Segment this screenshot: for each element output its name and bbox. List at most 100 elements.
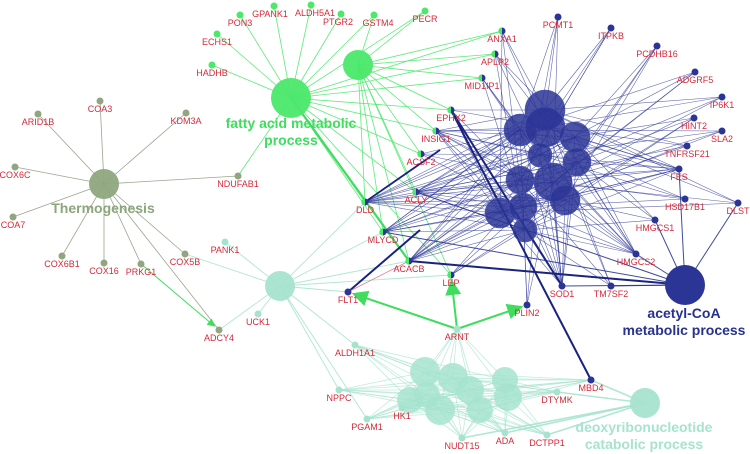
term-node-acetyl-cluster[interactable]	[524, 106, 566, 148]
gene-node-pcdhb16[interactable]	[653, 42, 661, 50]
gene-node-echs1[interactable]	[213, 30, 221, 38]
gene-node-half	[417, 150, 421, 158]
gene-label: TM7SF2	[594, 289, 629, 299]
gene-node-hint2[interactable]	[690, 114, 698, 122]
edge	[354, 344, 428, 396]
term-node-acetyl-cluster[interactable]	[505, 165, 535, 195]
gene-node-itpkb[interactable]	[607, 24, 615, 32]
edge	[499, 202, 739, 214]
thick-edge	[364, 149, 441, 203]
term-node-acetyl-cluster[interactable]	[508, 192, 538, 222]
term-node-acetyl-cluster[interactable]	[527, 142, 553, 168]
gene-node-half	[447, 106, 451, 114]
gene-node-fes[interactable]	[675, 165, 683, 173]
gene-node-dtymk[interactable]	[553, 388, 561, 396]
term-node-cyan[interactable]	[265, 271, 295, 301]
edge	[279, 274, 452, 287]
gene-node-adcy4[interactable]	[215, 326, 223, 334]
term-node-deoxy-cluster[interactable]	[425, 395, 455, 425]
edge	[564, 117, 695, 201]
term-node-acetyl[interactable]	[665, 265, 705, 305]
gene-node-nppc[interactable]	[335, 386, 343, 394]
gene-node-sla2[interactable]	[718, 127, 726, 135]
gene-node-hsd17b1[interactable]	[681, 195, 689, 203]
gene-node-adgrf5[interactable]	[691, 68, 699, 76]
gene-node-aldh1a1[interactable]	[351, 341, 359, 349]
edge	[408, 129, 521, 262]
gene-node-ndufab1[interactable]	[234, 172, 242, 180]
edge	[14, 166, 105, 185]
gene-node-nudt15[interactable]	[458, 434, 466, 442]
gene-node-hmgcs1[interactable]	[651, 216, 659, 224]
gene-node-half	[405, 257, 409, 265]
gene-node-pank1[interactable]	[221, 238, 229, 246]
gene-node-hmgcs2[interactable]	[632, 250, 640, 258]
gene-node-arid1b[interactable]	[34, 110, 42, 118]
gene-node-gstm4[interactable]	[370, 11, 378, 19]
gene-node-pgam1[interactable]	[363, 415, 371, 423]
gene-node-uck1[interactable]	[254, 310, 262, 318]
gene-node-ip6k1[interactable]	[718, 93, 726, 101]
term-node-fatty2[interactable]	[343, 50, 373, 80]
gene-label: FES	[670, 172, 688, 182]
gene-node-cox16[interactable]	[100, 259, 108, 267]
gene-node-flt1[interactable]	[344, 288, 352, 296]
gene-node-ada[interactable]	[501, 429, 509, 437]
edge	[574, 136, 656, 221]
term-node-acetyl-cluster[interactable]	[549, 184, 581, 216]
gene-node-pon3[interactable]	[236, 11, 244, 19]
gene-node-cox6c[interactable]	[11, 163, 19, 171]
term-nodes-layer	[89, 50, 705, 425]
edge	[357, 30, 503, 66]
term-node-fatty[interactable]	[271, 78, 311, 118]
edge	[382, 212, 501, 233]
gene-label: ARID1B	[22, 117, 55, 127]
gene-node-plin2[interactable]	[523, 301, 531, 309]
gene-label: NPPC	[326, 393, 352, 403]
gene-node-ptgr2[interactable]	[337, 10, 345, 18]
gene-node-tm7sf2[interactable]	[607, 282, 615, 290]
edge	[103, 175, 239, 185]
gene-node-tnfrsf21[interactable]	[683, 142, 691, 150]
gene-nodes-layer	[9, 1, 742, 442]
gene-node-hk1[interactable]	[398, 404, 406, 412]
term-node-deoxy-cluster[interactable]	[467, 397, 493, 423]
gene-node-prkg1[interactable]	[137, 260, 145, 268]
term-node-deoxy-cluster[interactable]	[492, 367, 518, 393]
term-node-thermo[interactable]	[89, 169, 119, 199]
gene-node-sod1[interactable]	[558, 282, 566, 290]
term-node-deoxy-cluster[interactable]	[456, 376, 484, 404]
edge	[364, 201, 501, 214]
gene-node-cox5b[interactable]	[181, 250, 189, 258]
gene-node-hadhb[interactable]	[208, 61, 216, 69]
gene-label: IP6K1	[710, 100, 735, 110]
gene-node-pcmt1[interactable]	[554, 13, 562, 21]
gene-label: MID1IP1	[464, 81, 499, 91]
gene-node-mbd4[interactable]	[587, 376, 595, 384]
gene-node-cox6b1[interactable]	[58, 252, 66, 260]
edge	[357, 53, 496, 66]
gene-node-coa3[interactable]	[96, 97, 104, 105]
gene-node-half	[432, 127, 436, 135]
gene-node-dctpp1[interactable]	[543, 431, 551, 439]
gene-node-arnt[interactable]	[453, 325, 461, 333]
edge	[524, 117, 695, 231]
gene-label: HSD17B1	[665, 202, 705, 212]
gene-node-pecr[interactable]	[421, 7, 429, 15]
gene-node-dlst[interactable]	[734, 199, 742, 207]
gene-label: ITPKB	[598, 31, 624, 41]
gene-node-kdm3a[interactable]	[182, 109, 190, 117]
term-node-acetyl-cluster[interactable]	[562, 147, 592, 177]
edge	[364, 129, 521, 203]
edge	[279, 260, 410, 287]
gene-label: ACSF2	[406, 157, 435, 167]
term-node-acetyl-cluster[interactable]	[512, 217, 538, 243]
gene-node-gpank1[interactable]	[270, 2, 278, 10]
edge	[290, 30, 503, 99]
gene-node-coa7[interactable]	[9, 213, 17, 221]
edge	[415, 154, 541, 193]
gene-node-aldh5a1[interactable]	[307, 1, 315, 9]
term-node-deoxy-cluster[interactable]	[410, 357, 440, 387]
term-node-deoxy[interactable]	[630, 388, 660, 418]
